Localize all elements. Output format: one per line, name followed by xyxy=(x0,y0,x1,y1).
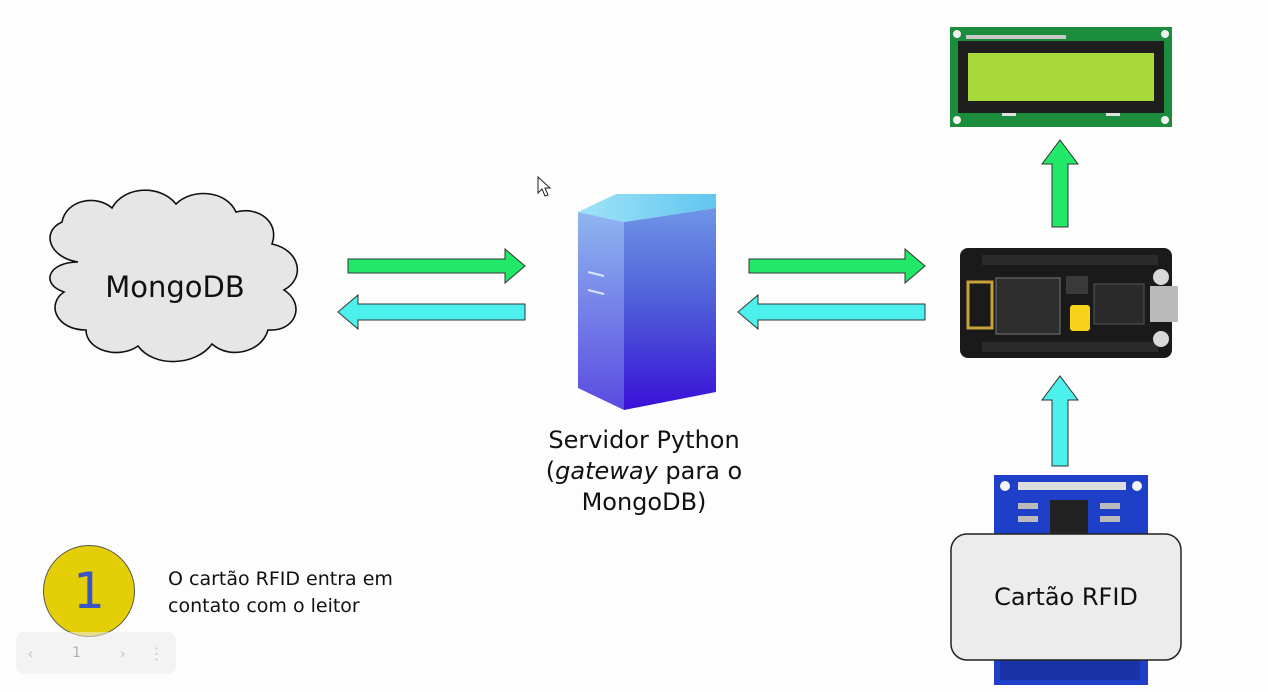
nodemcu-board-icon xyxy=(960,248,1178,358)
arrow-to-lcd xyxy=(1041,139,1079,228)
server-icon xyxy=(578,194,716,410)
arrow-to-server-from-board xyxy=(737,293,926,331)
mongodb-cloud xyxy=(49,189,299,363)
server-label-paren: ( xyxy=(545,457,556,485)
arrow-to-mongodb xyxy=(337,293,526,331)
step-number: 1 xyxy=(73,562,105,620)
step-description: O cartão RFID entra em contato com o lei… xyxy=(168,568,393,617)
step-number-badge: 1 xyxy=(43,545,135,637)
server-label-line2: (gateway para o xyxy=(520,456,768,487)
chevron-left-icon[interactable]: ‹ xyxy=(27,643,34,663)
server-label: Servidor Python (gateway para o MongoDB) xyxy=(520,425,768,518)
arrow-to-server xyxy=(347,247,526,285)
chevron-right-icon[interactable]: › xyxy=(119,643,126,663)
vertical-dots-icon[interactable]: ⋮ xyxy=(148,643,165,663)
server-label-line3: MongoDB) xyxy=(581,488,707,516)
server-label-para-o: para o xyxy=(657,457,743,485)
arrow-to-board xyxy=(748,247,926,285)
arrow-to-board-from-reader xyxy=(1041,375,1079,467)
rfid-card-label: Cartão RFID xyxy=(994,583,1138,611)
server-label-gateway: gateway xyxy=(555,457,658,485)
mongodb-label: MongoDB xyxy=(105,270,245,304)
lcd-display-icon xyxy=(950,27,1172,127)
server-label-line1: Servidor Python xyxy=(548,426,740,454)
rfid-card xyxy=(950,533,1182,661)
slide-pager: ‹ 1 › ⋮ xyxy=(16,632,176,674)
page-number: 1 xyxy=(56,640,97,666)
mouse-cursor-icon xyxy=(537,175,552,197)
